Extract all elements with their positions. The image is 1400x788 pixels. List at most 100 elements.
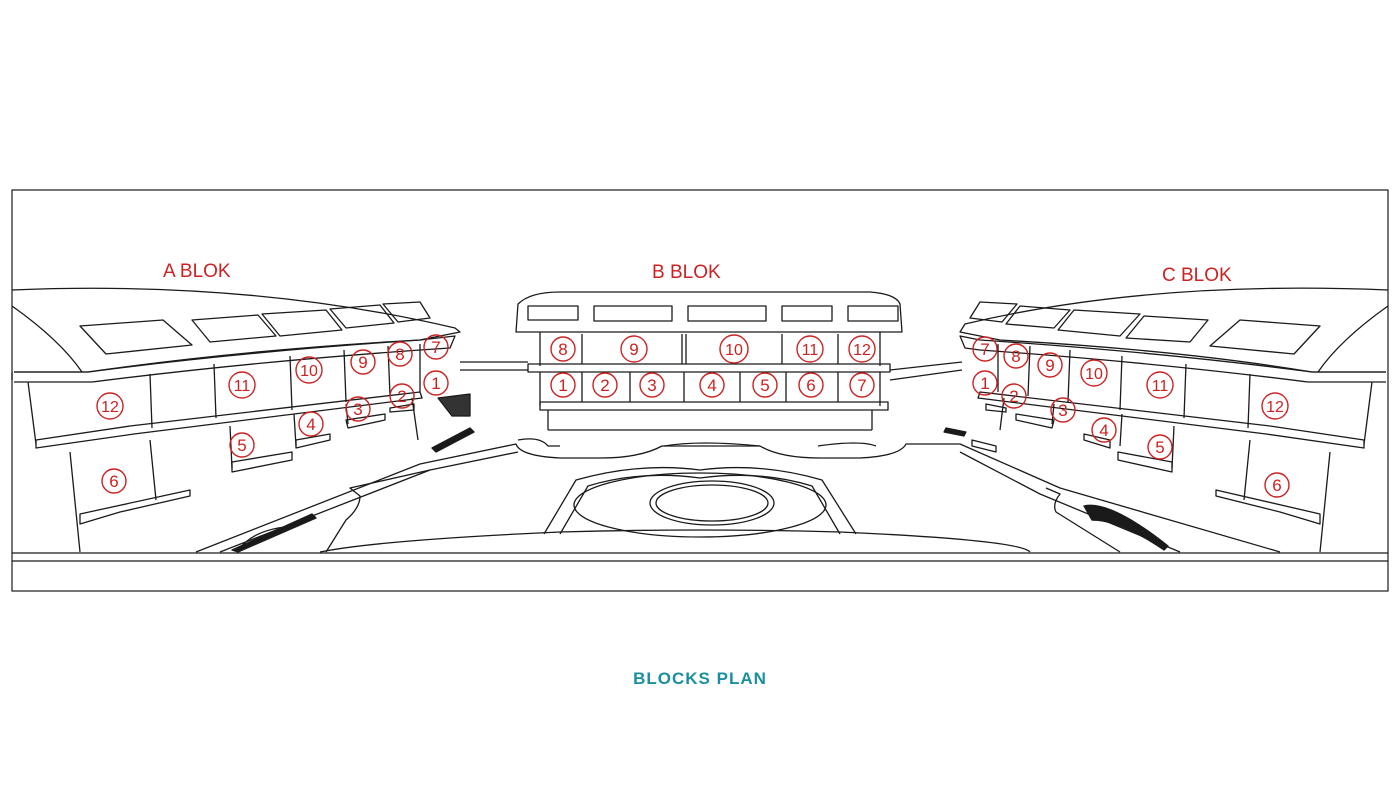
building-a: [11, 287, 471, 553]
unit-marker-number: 6: [806, 376, 815, 395]
unit-marker-number: 3: [1058, 401, 1067, 420]
unit-marker-number: 8: [558, 340, 567, 359]
unit-marker-circle: [592, 372, 618, 398]
unit-marker-a-9: 9: [350, 349, 376, 375]
unit-marker-circle: [1003, 343, 1029, 369]
unit-marker-circle: [1050, 397, 1076, 423]
unit-marker-c-4: 4: [1091, 417, 1117, 443]
unit-marker-c-8: 8: [1003, 343, 1029, 369]
unit-marker-number: 3: [353, 400, 362, 419]
unit-marker-a-2: 2: [389, 383, 415, 409]
unit-marker-a-10: 10: [295, 356, 323, 384]
unit-marker-c-5: 5: [1147, 434, 1173, 460]
unit-marker-b-9: 9: [620, 335, 648, 363]
unit-marker-b-3: 3: [639, 372, 665, 398]
unit-marker-number: 7: [980, 340, 989, 359]
unit-marker-circle: [798, 372, 824, 398]
unit-marker-number: 4: [1099, 421, 1108, 440]
block-a-label: A BLOK: [163, 261, 231, 282]
unit-marker-number: 6: [109, 472, 118, 491]
unit-marker-number: 10: [300, 363, 318, 380]
plan-frame: [11, 189, 1389, 592]
block-c-label: C BLOK: [1162, 265, 1232, 286]
unit-marker-circle: [752, 372, 778, 398]
unit-marker-number: 1: [980, 374, 989, 393]
unit-marker-circle: [389, 383, 415, 409]
unit-marker-b-12: 12: [848, 335, 876, 363]
unit-marker-b-7: 7: [849, 372, 875, 398]
unit-marker-number: 9: [1045, 356, 1054, 375]
unit-marker-number: 10: [725, 342, 743, 359]
unit-marker-number: 2: [397, 387, 406, 406]
unit-marker-number: 1: [558, 376, 567, 395]
unit-marker-number: 2: [1009, 387, 1018, 406]
unit-marker-circle: [295, 356, 323, 384]
unit-marker-circle: [972, 370, 998, 396]
unit-marker-number: 3: [647, 376, 656, 395]
unit-marker-circle: [387, 341, 413, 367]
unit-marker-a-8: 8: [387, 341, 413, 367]
unit-marker-c-3: 3: [1050, 397, 1076, 423]
unit-marker-b-11: 11: [796, 335, 824, 363]
unit-marker-number: 12: [853, 342, 871, 359]
unit-marker-number: 11: [234, 378, 251, 395]
unit-marker-number: 12: [1266, 399, 1284, 416]
building-b: [460, 291, 963, 431]
unit-marker-a-12: 12: [96, 392, 124, 420]
unit-marker-c-11: 11: [1146, 371, 1174, 399]
unit-marker-number: 1: [431, 374, 440, 393]
unit-marker-circle: [1261, 392, 1289, 420]
unit-marker-a-11: 11: [228, 371, 256, 399]
unit-marker-number: 4: [707, 376, 716, 395]
unit-marker-circle: [849, 372, 875, 398]
unit-marker-number: 9: [629, 340, 638, 359]
unit-marker-a-7: 7: [423, 334, 449, 360]
unit-marker-circle: [350, 349, 376, 375]
unit-marker-c-6: 6: [1264, 472, 1290, 498]
unit-marker-number: 10: [1085, 366, 1103, 383]
unit-marker-circle: [550, 336, 576, 362]
unit-marker-c-7: 7: [972, 336, 998, 362]
unit-marker-number: 12: [101, 399, 119, 416]
unit-marker-number: 11: [802, 342, 819, 359]
unit-marker-circle: [423, 334, 449, 360]
unit-marker-circle: [550, 372, 576, 398]
unit-marker-number: 6: [1272, 476, 1281, 495]
unit-marker-circle: [96, 392, 124, 420]
unit-marker-number: 8: [395, 345, 404, 364]
plan-title: BLOCKS PLAN: [633, 669, 767, 688]
unit-marker-number: 2: [600, 376, 609, 395]
unit-marker-circle: [229, 432, 255, 458]
unit-marker-circle: [848, 335, 876, 363]
unit-marker-circle: [1146, 371, 1174, 399]
block-b-label: B BLOK: [652, 262, 721, 283]
unit-marker-b-10: 10: [719, 334, 749, 364]
unit-marker-number: 8: [1011, 347, 1020, 366]
unit-marker-number: 5: [760, 376, 769, 395]
unit-marker-b-8: 8: [550, 336, 576, 362]
unit-marker-number: 5: [1155, 438, 1164, 457]
unit-marker-circle: [639, 372, 665, 398]
unit-marker-b-4: 4: [699, 372, 725, 398]
unit-marker-circle: [228, 371, 256, 399]
unit-marker-b-5: 5: [752, 372, 778, 398]
unit-marker-a-6: 6: [101, 468, 127, 494]
unit-marker-circle: [1264, 472, 1290, 498]
unit-marker-circle: [796, 335, 824, 363]
unit-marker-number: 7: [431, 338, 440, 357]
unit-marker-b-1: 1: [550, 372, 576, 398]
unit-marker-circle: [298, 411, 324, 437]
unit-marker-circle: [1037, 352, 1063, 378]
unit-marker-circle: [423, 370, 449, 396]
unit-marker-circle: [1147, 434, 1173, 460]
unit-marker-b-6: 6: [798, 372, 824, 398]
unit-marker-b-2: 2: [592, 372, 618, 398]
unit-marker-circle: [699, 372, 725, 398]
unit-marker-circle: [620, 335, 648, 363]
unit-marker-circle: [719, 334, 749, 364]
courtyard-landscape: [195, 427, 1281, 553]
unit-marker-circle: [101, 468, 127, 494]
unit-marker-number: 7: [857, 376, 866, 395]
unit-marker-c-1: 1: [972, 370, 998, 396]
